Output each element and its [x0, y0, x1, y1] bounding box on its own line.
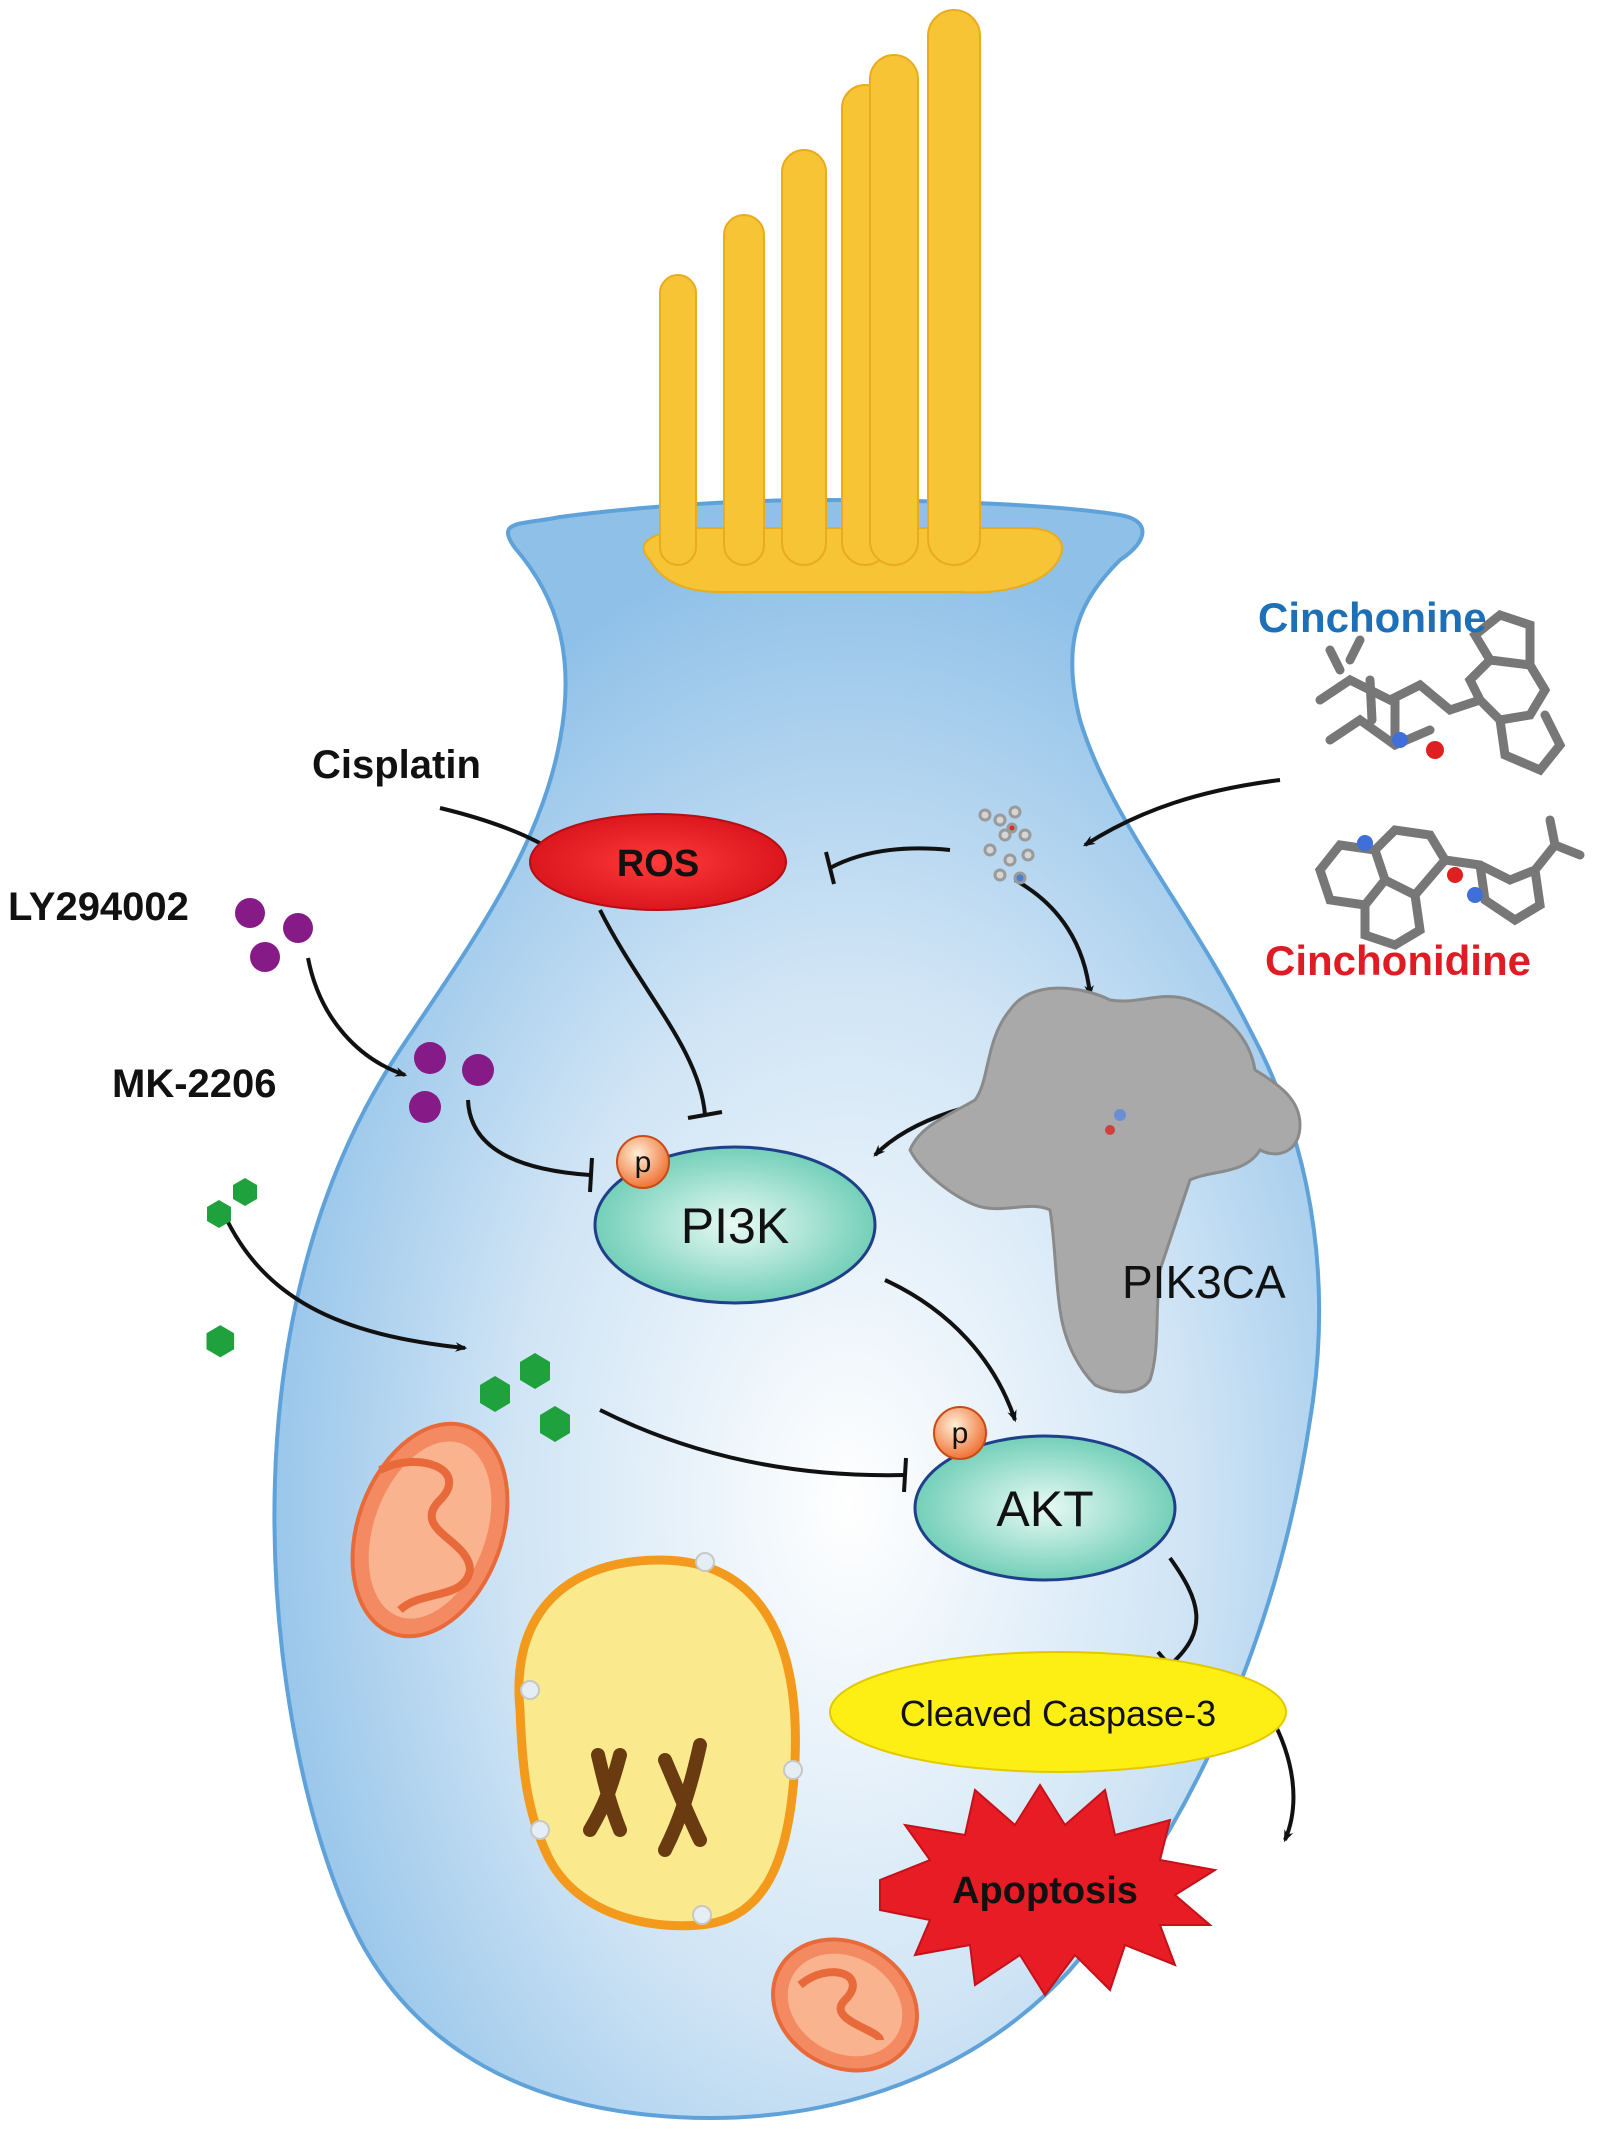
akt-phospho-badge	[933, 1406, 987, 1460]
ly294002-label: LY294002	[8, 885, 189, 929]
pi3k-phospho-label: p	[635, 1146, 652, 1179]
ly-arrow	[306, 957, 408, 1077]
pathway-connectors	[218, 778, 1296, 1843]
apoptosis-label: Apoptosis	[952, 1870, 1138, 1912]
protein-surface-icon	[908, 986, 1302, 1394]
nitrogen-atom	[1467, 887, 1483, 903]
cisplatin-label: Cisplatin	[312, 743, 481, 787]
akt-label: AKT	[996, 1481, 1093, 1537]
oxygen-atom	[1426, 741, 1444, 759]
mitochondrion-icon	[350, 1421, 510, 1639]
mitochondrion-icon	[771, 1937, 919, 2073]
pik3ca-label: PIK3CA	[1122, 1256, 1286, 1308]
drug-arrow	[1082, 778, 1281, 847]
mk-akt-inhibit	[599, 1408, 906, 1478]
pi3k-phospho-badge	[616, 1135, 670, 1189]
molecule-3d-icon	[1315, 609, 1566, 776]
compound-ros-inhibit	[829, 846, 951, 870]
ly294002-molecules	[235, 898, 494, 1123]
ros-pi3k-inhibit	[598, 909, 707, 1116]
akt-caspase-inhibit	[1168, 1556, 1199, 1667]
molecule-3d-icon	[978, 805, 1035, 885]
oxygen-atom	[1447, 867, 1463, 883]
pi3k-label: PI3K	[681, 1198, 789, 1254]
molecule-3d-icon	[1314, 815, 1585, 950]
akt-phospho-label: p	[952, 1417, 969, 1450]
pi3k-akt-arrow	[884, 1278, 1017, 1423]
caspase-apoptosis-arrow	[1268, 1714, 1296, 1843]
chromosome-icon	[583, 1738, 707, 1857]
mk2206-molecules	[206, 1178, 570, 1442]
pi3k-node	[593, 1145, 877, 1305]
ly-pi3k-inhibit	[466, 1099, 591, 1177]
compound-pik3ca-arrow	[1014, 878, 1094, 998]
nucleus-icon	[514, 1552, 803, 1931]
cinchonine-label: Cinchonine	[1258, 594, 1487, 641]
apoptosis-burst	[879, 1783, 1218, 1997]
nitrogen-atom	[1392, 732, 1408, 748]
nitrogen-atom	[1357, 835, 1373, 851]
ros-node	[529, 813, 787, 911]
stereocilia-bundle-icon	[642, 9, 1063, 594]
ros-label: ROS	[617, 843, 699, 885]
cinchonidine-label: Cinchonidine	[1265, 937, 1531, 984]
caspase-node	[829, 1651, 1287, 1773]
mk-arrow	[218, 1204, 468, 1352]
caspase-label: Cleaved Caspase-3	[900, 1693, 1216, 1734]
akt-node	[913, 1434, 1177, 1582]
mk2206-label: MK-2206	[112, 1062, 277, 1106]
